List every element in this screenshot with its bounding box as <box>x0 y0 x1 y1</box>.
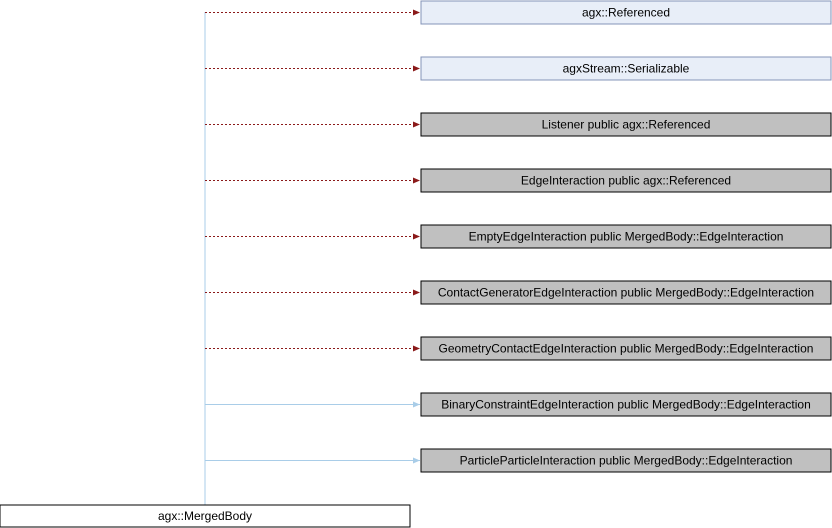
parent-class-label: BinaryConstraintEdgeInteraction public M… <box>441 398 811 412</box>
root-node-box <box>0 504 411 528</box>
parent-class-label: ContactGeneratorEdgeInteraction public M… <box>438 286 814 300</box>
parent-class-box <box>420 280 832 305</box>
parent-class-label: agxStream::Serializable <box>563 62 690 76</box>
parent-class-label: EmptyEdgeInteraction public MergedBody::… <box>469 230 784 244</box>
parent-class-box <box>420 168 832 193</box>
edges-group <box>205 9 420 464</box>
parent-class-node-8[interactable]: ParticleParticleInteraction public Merge… <box>420 448 832 473</box>
parent-class-node-7[interactable]: BinaryConstraintEdgeInteraction public M… <box>420 392 832 417</box>
parent-class-label: GeometryContactEdgeInteraction public Me… <box>439 342 814 356</box>
parent-class-label: Listener public agx::Referenced <box>542 118 711 132</box>
root-node-label: agx::MergedBody <box>158 509 252 523</box>
parent-class-node-2[interactable]: Listener public agx::Referenced <box>420 112 832 137</box>
parent-class-node-4[interactable]: EmptyEdgeInteraction public MergedBody::… <box>420 224 832 249</box>
parent-class-node-3[interactable]: EdgeInteraction public agx::Referenced <box>420 168 832 193</box>
parent-class-node-0[interactable]: agx::Referenced <box>420 0 832 25</box>
parent-class-box <box>420 0 832 25</box>
parent-class-box <box>420 56 832 81</box>
parent-class-box <box>420 336 832 361</box>
root-node[interactable]: agx::MergedBody <box>0 504 411 528</box>
parent-class-label: EdgeInteraction public agx::Referenced <box>521 174 731 188</box>
parent-class-node-6[interactable]: GeometryContactEdgeInteraction public Me… <box>420 336 832 361</box>
parent-class-box <box>420 224 832 249</box>
parent-class-box <box>420 448 832 473</box>
parent-class-label: agx::Referenced <box>582 6 670 20</box>
parent-class-box <box>420 112 832 137</box>
parent-class-node-5[interactable]: ContactGeneratorEdgeInteraction public M… <box>420 280 832 305</box>
parent-class-label: ParticleParticleInteraction public Merge… <box>460 454 793 468</box>
nodes-group: agx::ReferencedagxStream::SerializableLi… <box>420 0 832 473</box>
parent-class-box <box>420 392 832 417</box>
parent-class-node-1[interactable]: agxStream::Serializable <box>420 56 832 81</box>
